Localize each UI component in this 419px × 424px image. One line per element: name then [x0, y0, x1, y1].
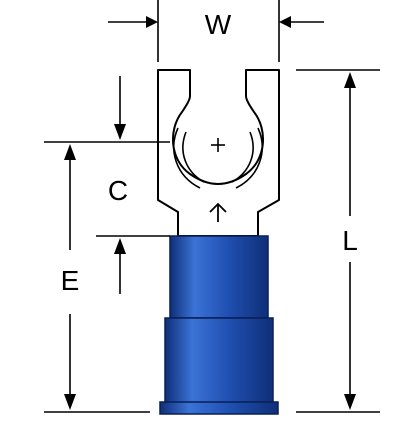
depth-arrow-top — [114, 124, 126, 140]
position-arrow-bottom — [64, 394, 76, 410]
depth-dimension — [44, 76, 170, 294]
length-label: L — [342, 225, 358, 256]
spade-body — [157, 69, 280, 237]
depth-arrow-bottom — [114, 238, 126, 254]
center-plus-icon — [211, 138, 225, 152]
position-dimension — [44, 158, 150, 413]
position-arrow-top — [64, 144, 76, 160]
width-arrow-left — [146, 16, 158, 28]
length-arrow-top — [344, 72, 356, 88]
depth-label: C — [108, 175, 128, 206]
spade-curve-details — [173, 127, 263, 189]
insulation-sleeve — [159, 235, 279, 415]
width-dimension — [108, 0, 324, 62]
width-label: W — [205, 9, 232, 40]
up-arrow-icon — [209, 202, 227, 222]
length-arrow-bottom — [344, 394, 356, 410]
width-arrow-right — [279, 16, 291, 28]
position-label: E — [61, 265, 80, 296]
length-dimension — [296, 69, 380, 413]
